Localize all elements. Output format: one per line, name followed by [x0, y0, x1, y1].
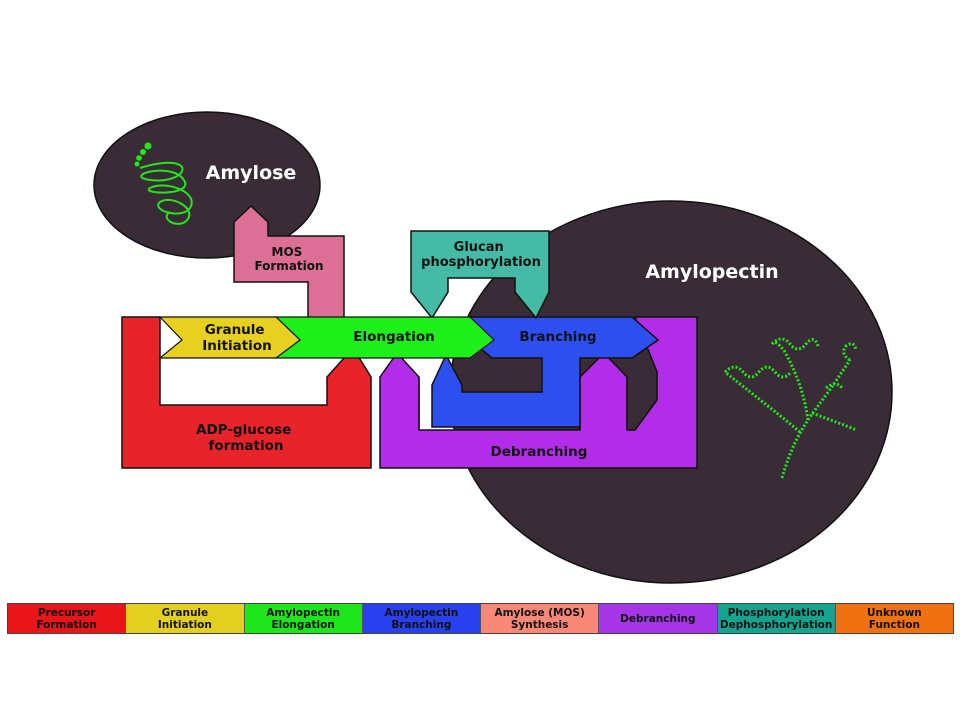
mos-formation-label: MOS Formation — [254, 245, 323, 273]
adp-glucose-formation-box — [121, 316, 372, 469]
granule-initiation-label: Granule Initiation — [202, 322, 271, 354]
glucan-phosphorylation-label: Glucan phosphorylation — [421, 240, 541, 270]
amylose-title: Amylose — [206, 162, 297, 184]
mos-formation-box — [233, 204, 345, 323]
elongation-label: Elongation — [353, 329, 434, 345]
amylopectin-tree-icon — [723, 337, 858, 479]
glucan-phosphorylation-box — [410, 230, 550, 320]
granule-initiation-arrow — [158, 316, 301, 359]
adp-glucose-label: ADP-glucose formation — [196, 422, 296, 454]
branching-label: Branching — [519, 329, 596, 345]
debranching-label: Debranching — [491, 444, 588, 460]
legend-item: Unknown Function — [835, 604, 953, 633]
legend-item: Phosphorylation Dephosphorylation — [717, 604, 836, 633]
legend-item: Amylopectin Elongation — [244, 604, 363, 633]
amylose-spiral-icon — [134, 142, 193, 225]
legend-item: Debranching — [599, 604, 718, 633]
legend-item: Amylose (MOS) Synthesis — [481, 604, 600, 633]
legend-item: Precursor Formation — [8, 604, 127, 633]
amylopectin-title: Amylopectin — [645, 261, 778, 283]
legend-item: Amylopectin Branching — [362, 604, 481, 633]
legend-item: Granule Initiation — [126, 604, 245, 633]
